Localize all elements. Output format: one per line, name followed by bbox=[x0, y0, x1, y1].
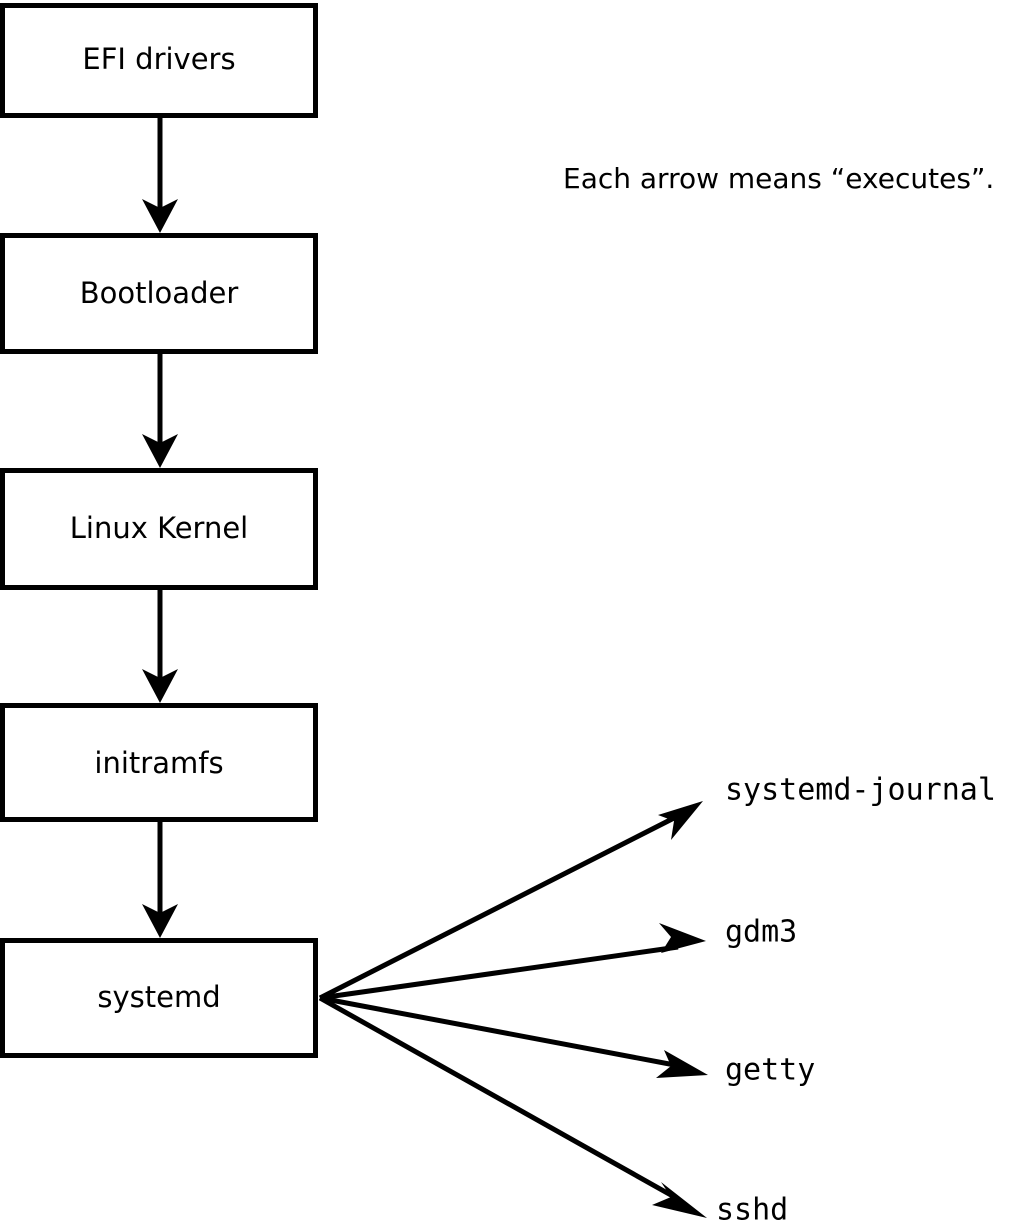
systemd-fanout-group bbox=[318, 801, 708, 1218]
arrow-head-icon bbox=[659, 923, 706, 953]
node-bootloader[interactable]: Bootloader bbox=[0, 233, 318, 354]
arrow-head-icon bbox=[142, 669, 178, 703]
arrow-initramfs-to-systemd bbox=[142, 822, 178, 938]
arrow-shaft bbox=[319, 944, 679, 1001]
chain-arrows-group bbox=[142, 118, 178, 938]
process-label-sshd: sshd bbox=[716, 1193, 788, 1228]
arrow-head-icon bbox=[142, 199, 178, 233]
node-initramfs[interactable]: initramfs bbox=[0, 703, 318, 822]
node-linux-kernel[interactable]: Linux Kernel bbox=[0, 468, 318, 590]
node-box-linux-kernel[interactable] bbox=[0, 468, 318, 590]
arrow-shaft bbox=[318, 995, 680, 1202]
arrow-systemd-to-getty bbox=[319, 995, 708, 1078]
process-label-gdm3: gdm3 bbox=[725, 915, 797, 950]
node-label-initramfs: initramfs bbox=[94, 746, 223, 780]
arrow-shaft bbox=[318, 814, 678, 1001]
arrow-systemd-to-systemd-journal bbox=[318, 801, 703, 1001]
spawned-process-labels: systemd-journal gdm3 getty sshd bbox=[716, 773, 996, 1228]
node-label-linux-kernel: Linux Kernel bbox=[70, 511, 248, 545]
boot-chain-group: EFI drivers Bootloader Linux Kernel init… bbox=[0, 3, 318, 1058]
arrow-head-icon bbox=[142, 434, 178, 468]
arrow-shaft bbox=[319, 995, 681, 1069]
arrow-linux-kernel-to-initramfs bbox=[142, 590, 178, 703]
node-label-efi-drivers: EFI drivers bbox=[82, 42, 235, 76]
node-label-systemd: systemd bbox=[97, 980, 220, 1014]
arrow-head-icon bbox=[652, 1182, 707, 1218]
node-box-initramfs[interactable] bbox=[0, 703, 318, 822]
node-box-systemd[interactable] bbox=[0, 938, 318, 1058]
node-box-efi-drivers[interactable] bbox=[0, 3, 318, 118]
node-efi-drivers[interactable]: EFI drivers bbox=[0, 3, 318, 118]
arrow-systemd-to-sshd bbox=[318, 995, 707, 1218]
arrow-head-icon bbox=[656, 1050, 708, 1078]
arrow-efi-drivers-to-bootloader bbox=[142, 118, 178, 233]
node-systemd[interactable]: systemd bbox=[0, 938, 318, 1058]
process-label-systemd-journal: systemd-journal bbox=[725, 773, 996, 808]
arrow-bootloader-to-linux-kernel bbox=[142, 354, 178, 468]
arrow-systemd-to-gdm3 bbox=[319, 923, 706, 1001]
node-label-bootloader: Bootloader bbox=[80, 276, 239, 310]
process-label-getty: getty bbox=[725, 1053, 815, 1088]
arrow-head-icon bbox=[142, 904, 178, 938]
diagram-caption: Each arrow means “executes”. bbox=[563, 162, 994, 195]
node-box-bootloader[interactable] bbox=[0, 233, 318, 354]
arrow-head-icon bbox=[658, 801, 703, 840]
